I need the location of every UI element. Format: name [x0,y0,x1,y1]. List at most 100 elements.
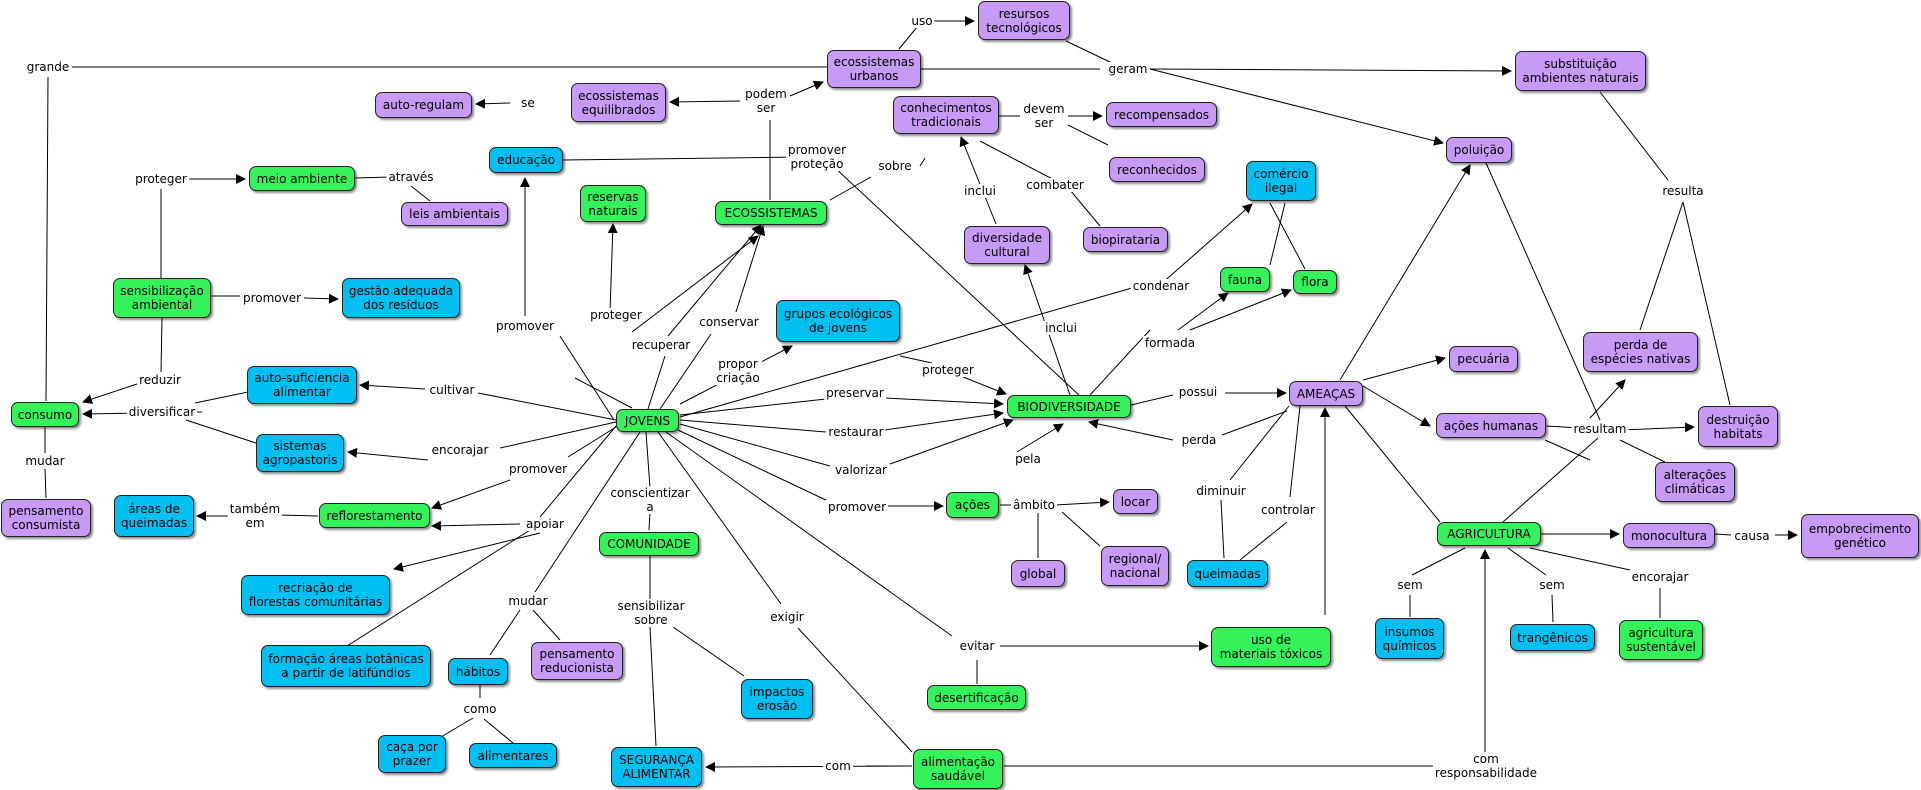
connector-line [679,398,827,416]
concept-global[interactable]: global [1011,560,1065,587]
connector-line [1682,201,1731,406]
link-sem-transgenicos: sem [1537,578,1567,592]
connector-line [477,392,617,421]
concept-flora[interactable]: flora [1293,270,1337,294]
concept-queimadas[interactable]: queimadas [1187,560,1268,587]
concept-alteracoes-climaticas[interactable]: alterações climáticas [1655,462,1735,502]
connector-arrow [1054,497,1110,508]
concept-agricultura[interactable]: AGRICULTURA [1437,522,1541,546]
concept-desertificacao[interactable]: desertificação [927,685,1026,710]
concept-recriacao-florestas[interactable]: recriação de florestas comunitárias [241,575,390,615]
connector-line [354,176,391,179]
connector-line [1239,521,1288,561]
connector-arrow [431,479,511,510]
concept-ecossistemas[interactable]: ECOSSISTEMAS [715,201,827,225]
link-evitar: evitar [957,639,997,653]
concept-agricultura-sustentavel[interactable]: agricultura sustentável [1619,620,1703,660]
concept-acoes[interactable]: ações [946,492,999,518]
concept-leis-ambientais[interactable]: leis ambientais [401,202,508,226]
concept-alimentares[interactable]: alimentares [469,743,557,768]
concept-areas-queimadas[interactable]: áreas de queimadas [114,495,194,537]
link-podem-ser: podem ser [743,87,789,115]
concept-meio-ambiente[interactable]: meio ambiente [249,166,355,191]
connector-arrow [607,223,618,313]
link-pela: pela [1013,452,1043,466]
concept-ecossistemas-urbanos[interactable]: ecossistemas urbanos [827,50,921,88]
concept-biopirataria[interactable]: biopirataria [1083,227,1168,252]
concept-recursos-tecnologicos[interactable]: resursos tecnológicos [978,1,1070,40]
concept-ecossistemas-equilibrados[interactable]: ecossistemas equilibrados [571,83,666,122]
link-propor-criacao: propor criação [714,357,762,385]
connector-line [829,176,872,201]
concept-formacao-areas-botanicas[interactable]: formação áreas botânicas a partir de lat… [261,645,431,687]
concept-impactos-erosao[interactable]: impactos erosão [741,679,813,719]
concept-consumo[interactable]: consumo [11,402,79,427]
link-geram: geram [1106,62,1150,76]
link-possui: possui [1176,385,1220,399]
connector-line [1065,40,1113,64]
concept-auto-regulam[interactable]: auto-regulam [375,92,472,118]
concept-diversidade-cultural[interactable]: diversidade cultural [964,226,1050,264]
concept-auto-suficiencia[interactable]: auto-suficiencia alimentar [247,366,357,404]
concept-sistemas-agropastoris[interactable]: sistemas agropastoris [256,434,344,472]
connector-arrow [359,380,426,391]
link-promover-acoes: promover [825,500,889,514]
concept-educacao[interactable]: educação [489,147,563,173]
concept-habitos[interactable]: hábitos [448,658,508,685]
link-resultam: resultam [1571,422,1629,436]
connector-line [185,419,257,444]
connector-arrow [1016,423,1064,453]
concept-pensamento-reducionista[interactable]: pensamento reducionista [531,642,623,680]
concept-destruicao-habitats[interactable]: destruição habitats [1698,406,1778,447]
concept-recompensados[interactable]: recompensados [1106,102,1217,127]
link-formada: formada [1142,336,1198,350]
connector-arrow [1589,379,1626,419]
concept-reconhecidos[interactable]: reconhecidos [1109,157,1205,182]
link-conscientizar: conscientizar a [608,486,692,514]
concept-poluicao[interactable]: poluição [1446,137,1512,163]
concept-biodiversidade[interactable]: BIODIVERSIDADE [1007,395,1131,418]
connector-line [1220,499,1225,559]
concept-conhecimentos-tradicionais[interactable]: conhecimentos tradicionais [893,96,999,134]
concept-jovens[interactable]: JOVENS [616,409,679,432]
concept-locar[interactable]: locar [1113,489,1158,514]
link-com-responsabilidade: com responsabilidade [1432,752,1540,780]
link-exigir: exigir [768,610,806,624]
connector-line [648,511,651,531]
concept-pecuaria[interactable]: pecuária [1449,346,1518,372]
concept-seguranca-alimentar[interactable]: SEGURANÇA ALIMENTAR [611,747,702,787]
concept-alimentacao-saudavel[interactable]: alimentação saudável [913,749,1003,789]
connector-line [649,626,657,747]
concept-substituicao-ambientes[interactable]: substituição ambientes naturais [1515,51,1646,91]
concept-insumos-quimicos[interactable]: insumos químicos [1375,618,1444,659]
connector-arrow [82,382,141,404]
concept-grupos-ecologicos[interactable]: grupos ecológicos de jovens [776,300,900,342]
connector-arrow [1362,355,1446,381]
concept-gestao-residuos[interactable]: gestão adequada dos resíduos [342,278,460,318]
connector-arrow [1362,385,1431,427]
connector-line [567,426,617,458]
link-proteger-meio: proteger [133,172,189,186]
concept-fauna[interactable]: fauna [1220,267,1270,292]
concept-empobrecimento-genetico[interactable]: empobrecimento genético [1801,514,1919,558]
concept-perda-especies-nativas[interactable]: perda de espécies nativas [1583,332,1698,372]
connector-line [279,514,319,517]
concept-comunidade[interactable]: COMUNIDADE [599,532,699,556]
concept-monocultura[interactable]: monocultura [1623,523,1715,548]
concept-reflorestamento[interactable]: reflorestamento [319,503,430,528]
concept-caca-por-prazer[interactable]: caça por prazer [378,735,446,773]
concept-transgenicos[interactable]: trangênicos [1510,624,1595,651]
concept-acoes-humanas[interactable]: ações humanas [1436,413,1546,438]
connector-line [1544,439,1591,461]
concept-ameacas[interactable]: AMEAÇAS [1289,381,1363,406]
concept-comercio-ilegal[interactable]: comércio ilegal [1246,161,1316,201]
connector-line [1130,394,1174,406]
concept-uso-materiais-toxicos[interactable]: uso de materiais tóxicos [1211,627,1331,667]
connector-arrow [393,532,541,572]
connector-line [647,355,666,410]
concept-sensibilizacao-ambiental[interactable]: sensibilização ambiental [113,278,211,318]
concept-regional-nacional[interactable]: regional/ nacional [1101,546,1169,586]
concept-reservas-naturais[interactable]: reservas naturais [580,185,646,222]
concept-pensamento-consumista[interactable]: pensamento consumista [1,499,91,537]
